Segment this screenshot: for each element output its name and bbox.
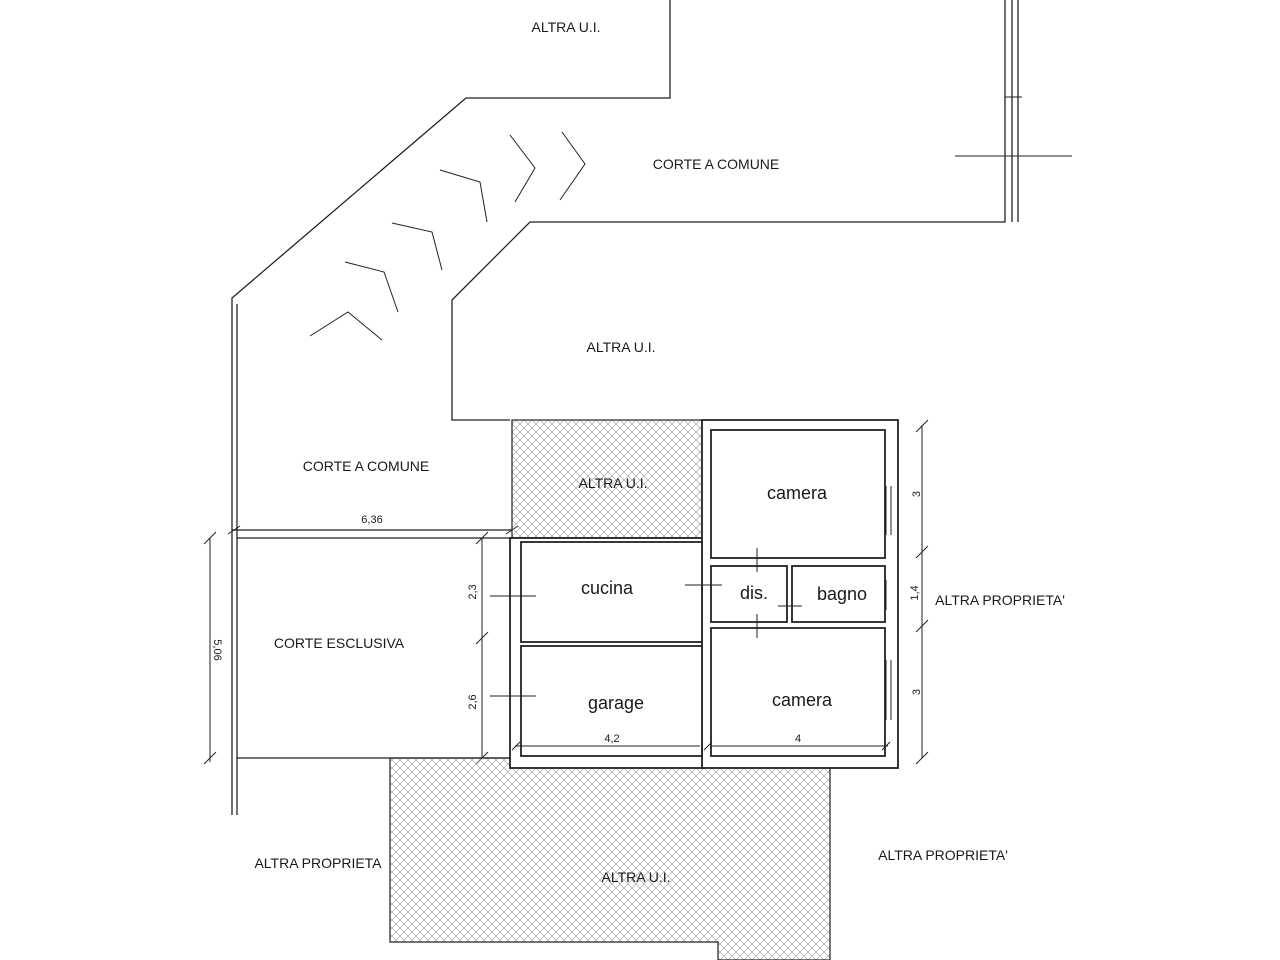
boundary-lines	[231, 0, 1072, 815]
room-camera-top	[710, 429, 886, 559]
dim-h-camera-top: 3	[911, 491, 923, 497]
openings	[490, 486, 892, 720]
driveway-arrows	[309, 131, 586, 341]
room-label-garage: garage	[588, 693, 644, 713]
label-altra-proprieta-bottom-right: ALTRA PROPRIETA'	[878, 847, 1008, 863]
room-garage	[520, 645, 703, 757]
label-corte-comune-left: CORTE A COMUNE	[303, 458, 430, 474]
label-altra-proprieta-right: ALTRA PROPRIETA'	[935, 592, 1065, 608]
dim-w-camera: 4	[795, 733, 801, 745]
room-dis	[710, 565, 788, 623]
label-altra-ui-mid: ALTRA U.I.	[587, 339, 656, 355]
dim-w-garage: 4,2	[604, 733, 619, 745]
dim-h-camera-bottom: 3	[911, 689, 923, 695]
dim-height-corte: 5,06	[211, 639, 223, 660]
room-bagno	[791, 565, 886, 623]
room-label-bagno: bagno	[817, 584, 867, 604]
dim-h-cucina: 2,3	[467, 584, 479, 599]
room-label-cucina: cucina	[581, 578, 634, 598]
room-label-dis: dis.	[740, 583, 768, 603]
label-corte-esclusiva: CORTE ESCLUSIVA	[274, 635, 405, 651]
label-altra-ui-hatched: ALTRA U.I.	[579, 475, 648, 491]
label-altra-ui-top: ALTRA U.I.	[532, 19, 601, 35]
room-label-camera-top: camera	[767, 483, 828, 503]
label-altra-ui-bottom: ALTRA U.I.	[602, 869, 671, 885]
altra-ui-bottom-area	[389, 757, 831, 960]
altra-ui-hatched-area	[511, 419, 703, 539]
room-cucina	[520, 541, 703, 643]
room-label-camera-bottom: camera	[772, 690, 833, 710]
dim-width-corte: 6,36	[361, 514, 382, 526]
dim-h-garage: 2,6	[467, 694, 479, 709]
label-corte-comune-top: CORTE A COMUNE	[653, 156, 780, 172]
label-altra-proprieta-bottom-left: ALTRA PROPRIETA	[254, 855, 382, 871]
room-camera-bottom	[710, 627, 886, 757]
dimension-lines	[511, 419, 929, 765]
dim-h-bagno: 1,4	[909, 585, 921, 600]
